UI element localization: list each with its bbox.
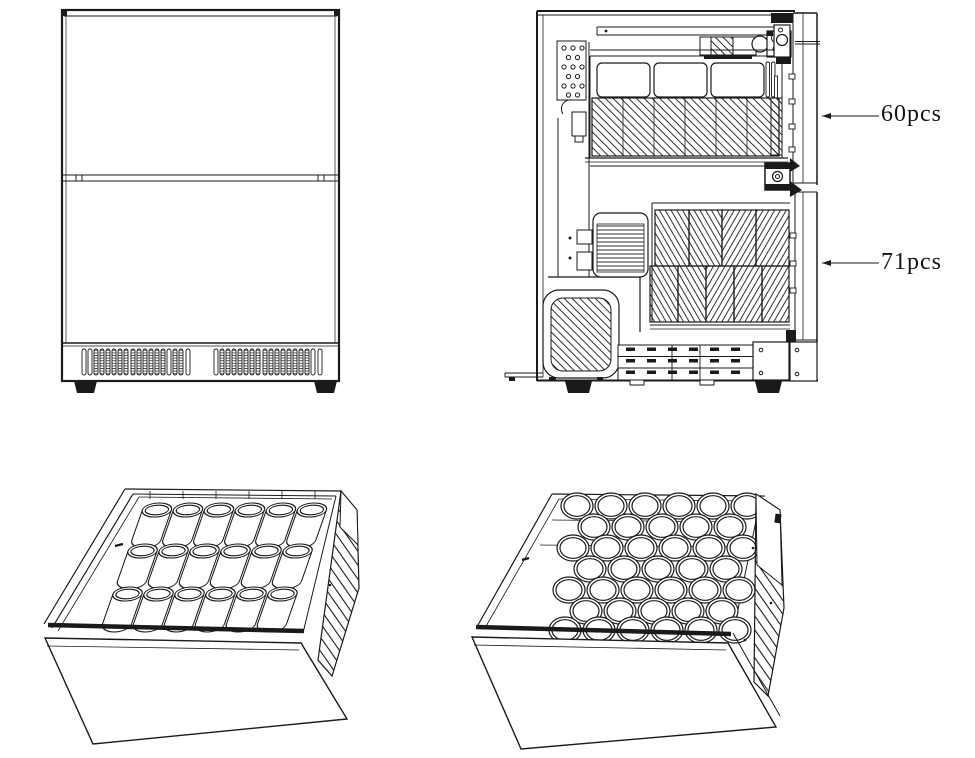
side-vent-panel [743, 492, 785, 698]
upper-door-section [770, 12, 820, 185]
front-elevation-view [60, 8, 341, 393]
side-vent-panel [317, 489, 360, 678]
front-right-foot [314, 381, 337, 393]
side-right-foot [755, 381, 782, 393]
drawer-top-edge [47, 622, 305, 634]
drawer-divider [63, 174, 338, 182]
lower-can-stack-hatch [649, 209, 790, 323]
drawer-iso-vertical-cans [470, 492, 785, 750]
front-left-foot [74, 381, 97, 393]
lower-door-section [786, 191, 818, 382]
perforated-bracket [556, 40, 587, 101]
lower-drawer-compartment [568, 202, 790, 330]
drawer-iso-horizontal-cans [43, 488, 360, 745]
upper-drawer-compartment [585, 49, 788, 167]
front-vent-grille [63, 342, 338, 376]
drawer-top-edge [475, 624, 732, 637]
drawer-front-panel [43, 637, 349, 745]
top-hinge [771, 13, 793, 64]
capacity-leader-lower [822, 260, 879, 266]
capacity-leader-upper [822, 113, 879, 119]
top-slide-rail [596, 26, 792, 59]
middle-hinge [764, 158, 802, 197]
drawer-front-panel [470, 636, 778, 750]
upper-can-stack-hatch [591, 97, 780, 157]
compressor [542, 289, 620, 379]
side-section-view [504, 10, 879, 393]
door-gasket [770, 97, 783, 156]
horizontal-cans [99, 502, 330, 633]
side-left-foot [565, 381, 592, 393]
capacity-label-lower: 71pcs [881, 249, 942, 275]
vertical-cans [548, 492, 764, 644]
capacity-label-upper: 60pcs [881, 101, 942, 127]
base-frame [617, 341, 790, 386]
